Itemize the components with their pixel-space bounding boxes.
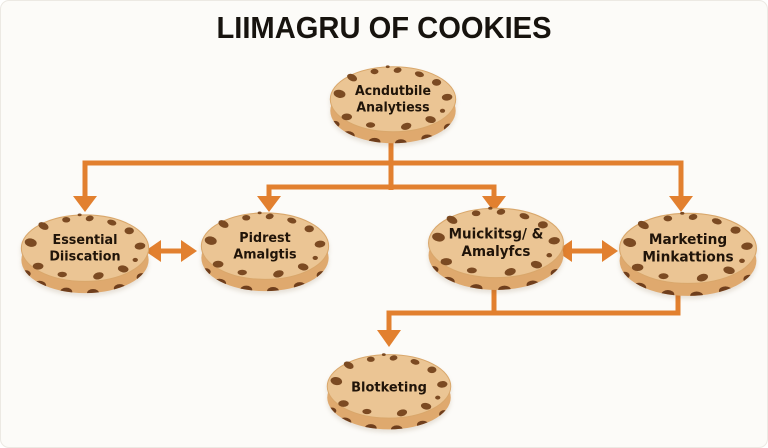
cookie-label: Muickitsg/ &Amalyfcs [449,226,544,259]
connector-narrow-line [266,184,497,198]
arrowhead-down-icon [669,196,693,212]
page-title: LIIMAGRU OF COOKIES [216,10,552,45]
cookie-icon: Blotketing [326,353,452,430]
cookie-node-bottom: Blotketing [324,348,454,434]
connector-right-double-arrow [556,240,618,262]
arrowhead-right-icon [181,240,197,262]
cookie-face [326,354,452,419]
cookie-chips [204,211,326,278]
cookie-node-mid-right: Muickitsg/ &Amalyfcs [425,201,567,295]
arrowhead-left-icon [145,240,161,262]
cookie-icon: Muickitsg/ &Amalyfcs [428,206,564,290]
cookie-face [619,212,757,285]
cookie-face [20,214,150,282]
arrowhead-down-icon [257,196,281,212]
cookie-chips [432,206,560,276]
connector-left-double-arrow [145,240,197,262]
cookie-chips [24,213,146,280]
arrowhead-left-icon [556,240,572,262]
cookie-chips [623,211,753,282]
cookie-face [329,66,457,133]
arrowhead-right-icon [602,240,618,262]
cookie-chips [333,65,453,130]
arrowhead-down-icon [482,196,506,212]
connector-mid-branch [257,184,506,212]
cookie-face [200,212,330,280]
arrowhead-down-icon [377,330,401,347]
connector-wide-line [82,160,684,198]
cookie-chips [330,353,448,417]
cookie-face [428,207,564,279]
cookie-label: Blotketing [351,381,427,396]
connector-merge-line [386,288,681,332]
arrowhead-down-icon [73,196,97,212]
